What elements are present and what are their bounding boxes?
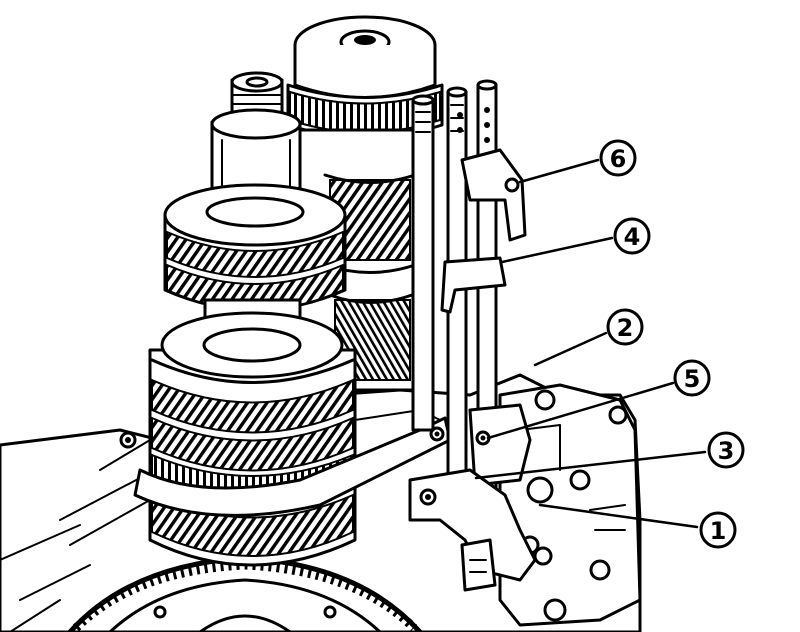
callout-2: 2 bbox=[606, 308, 644, 346]
callout-5: 5 bbox=[673, 359, 711, 397]
callout-leaders bbox=[474, 158, 707, 529]
callout-4: 4 bbox=[613, 217, 651, 255]
mainshaft-gear-stack bbox=[148, 71, 357, 567]
shift-rods bbox=[408, 79, 553, 592]
callout-1: 1 bbox=[699, 511, 737, 549]
countershaft-gear-cluster bbox=[286, 15, 444, 392]
callout-3-label: 3 bbox=[718, 437, 735, 465]
callout-2-label: 2 bbox=[617, 314, 634, 342]
callout-5-label: 5 bbox=[684, 365, 701, 393]
callout-3: 3 bbox=[707, 431, 745, 469]
callout-1-label: 1 bbox=[710, 517, 727, 545]
callout-4-label: 4 bbox=[624, 223, 641, 251]
callout-6: 6 bbox=[599, 139, 637, 177]
callout-6-label: 6 bbox=[610, 145, 627, 173]
